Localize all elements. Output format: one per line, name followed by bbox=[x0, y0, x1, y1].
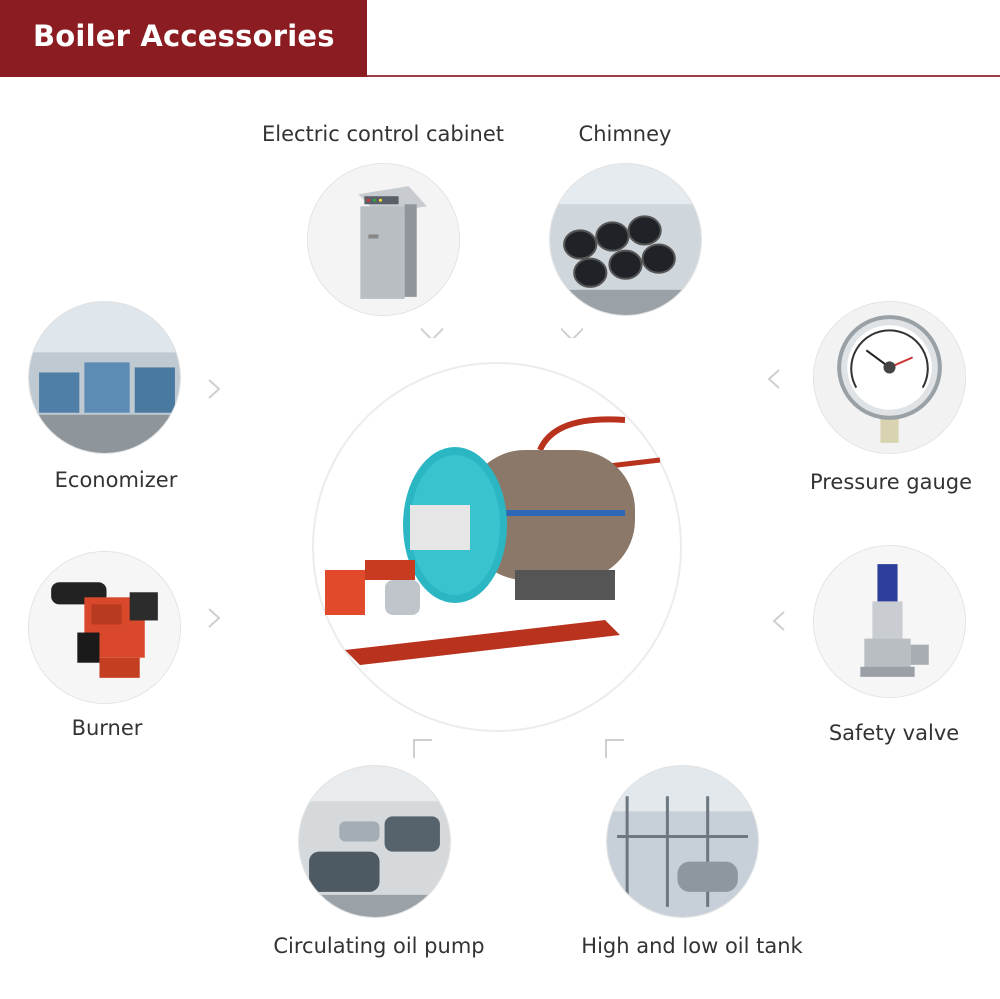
economizer-image bbox=[28, 301, 181, 454]
chevron-down-icon bbox=[561, 316, 583, 338]
label-chimney: Chimney bbox=[578, 122, 672, 146]
oil-fired-boiler-image bbox=[325, 410, 665, 670]
chevron-up-icon bbox=[412, 738, 434, 760]
chimney-image bbox=[549, 163, 702, 316]
chevron-right-icon bbox=[203, 378, 225, 400]
label-electric-control-cabinet: Electric control cabinet bbox=[261, 122, 505, 146]
header-divider bbox=[367, 75, 1000, 77]
chevron-down-icon bbox=[421, 316, 443, 338]
page-title: Boiler Accessories bbox=[33, 19, 335, 53]
safety-valve-image bbox=[813, 545, 966, 698]
label-high-and-low-oil-tank: High and low oil tank bbox=[581, 934, 803, 958]
circulating-oil-pump-image bbox=[298, 765, 451, 918]
chevron-left-icon bbox=[768, 610, 790, 632]
oil-tank-image bbox=[606, 765, 759, 918]
chevron-left-icon bbox=[763, 368, 785, 390]
page-header: Boiler Accessories bbox=[0, 0, 367, 77]
burner-image bbox=[28, 551, 181, 704]
pressure-gauge-image bbox=[813, 301, 966, 454]
label-circulating-oil-pump: Circulating oil pump bbox=[273, 934, 485, 958]
electric-control-cabinet-image bbox=[307, 163, 460, 316]
chevron-right-icon bbox=[203, 607, 225, 629]
label-pressure-gauge: Pressure gauge bbox=[809, 470, 973, 494]
label-economizer: Economizer bbox=[54, 468, 178, 492]
label-safety-valve: Safety valve bbox=[828, 721, 960, 745]
chevron-up-icon bbox=[604, 738, 626, 760]
label-burner: Burner bbox=[71, 716, 143, 740]
